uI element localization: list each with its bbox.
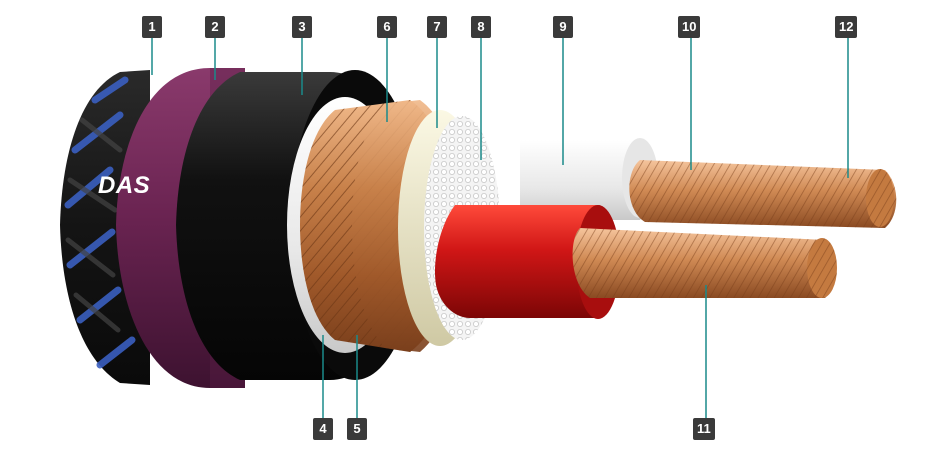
callout-badge-11: 11 — [693, 418, 715, 440]
upper-copper-conductor — [629, 160, 897, 228]
callout-badge-4: 4 — [313, 418, 333, 440]
callout-badge-2: 2 — [205, 16, 225, 38]
leader-lines — [151, 36, 849, 418]
lower-copper-conductor — [572, 228, 837, 298]
callout-badge-7: 7 — [427, 16, 447, 38]
callout-badge-12: 12 — [835, 16, 858, 38]
callout-badge-3: 3 — [292, 16, 312, 38]
callout-badge-1: 1 — [142, 16, 162, 38]
callout-badge-9: 9 — [553, 16, 573, 38]
callout-badge-5: 5 — [347, 418, 367, 440]
callout-badge-10: 10 — [678, 16, 701, 38]
callout-badge-6: 6 — [377, 16, 397, 38]
callout-badge-8: 8 — [471, 16, 491, 38]
brand-logo-text: DAS — [98, 172, 151, 199]
